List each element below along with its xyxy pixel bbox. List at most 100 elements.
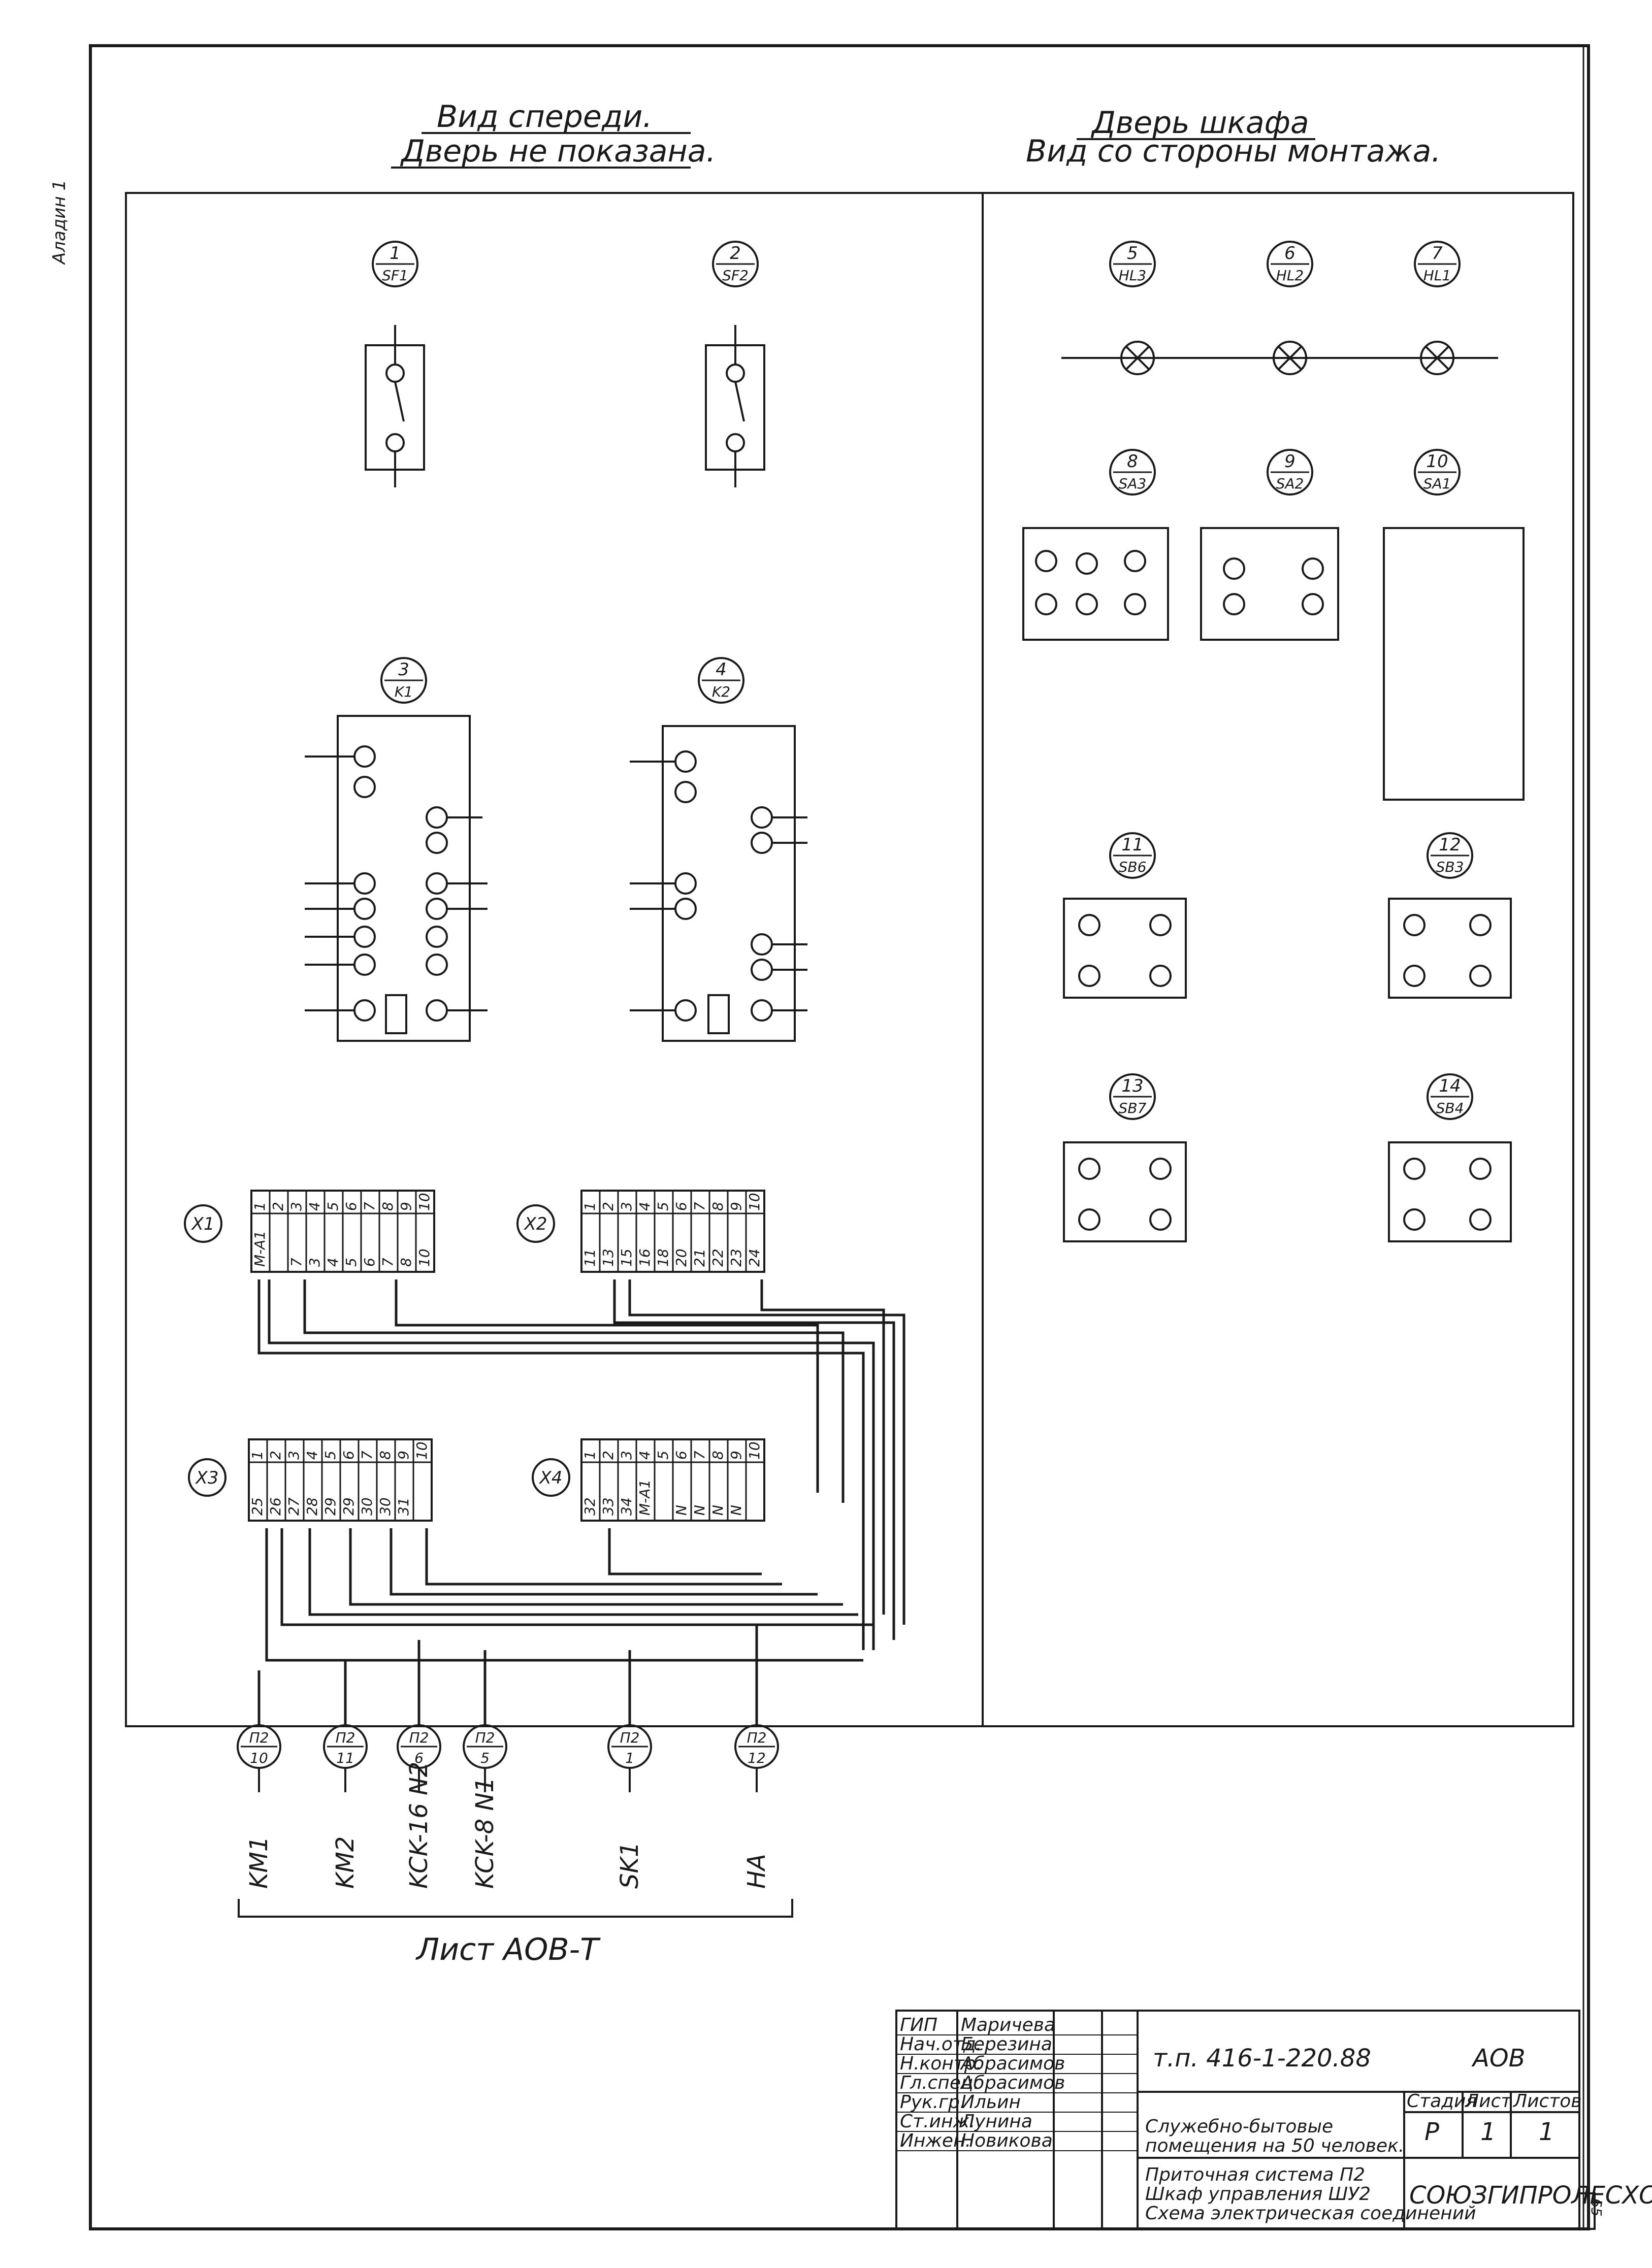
- switch-sa1: [1383, 527, 1525, 801]
- cable-number: 11: [336, 1750, 354, 1766]
- bubble-circle: [1109, 1073, 1156, 1120]
- terminal-wire-label: 31: [395, 1497, 412, 1516]
- terminal-number: 3: [618, 1202, 635, 1211]
- bubble-number: 5: [1127, 243, 1138, 264]
- bubble-number: 3: [398, 660, 409, 680]
- bubble-tag: SB3: [1436, 859, 1464, 875]
- sheet-value: 1: [1480, 2118, 1496, 2146]
- terminal-wire-label: М-А1: [636, 1480, 653, 1516]
- terminal-wire-label: 25: [249, 1497, 266, 1516]
- bubble-number: 14: [1439, 1076, 1461, 1096]
- cable-number: 5: [480, 1750, 490, 1766]
- bubble-circle: [1267, 449, 1313, 496]
- bubble-tag: HL3: [1119, 267, 1146, 284]
- bubble-circle: [1109, 832, 1156, 879]
- staff-name: Новикова: [961, 2130, 1053, 2151]
- terminal-wire-label: N: [691, 1505, 708, 1516]
- external-device-label: HA: [742, 1854, 771, 1889]
- terminal-number: 8: [379, 1202, 396, 1211]
- terminal-number: 8: [377, 1451, 394, 1460]
- bubble-circle: [380, 657, 427, 704]
- push-button-sb7: [1063, 1141, 1187, 1242]
- cable-name: П2: [409, 1729, 429, 1746]
- terminal-block-tag-circle: [188, 1458, 226, 1497]
- wiring-harness: [257, 1279, 905, 1726]
- terminal-wire-label: 24: [746, 1248, 763, 1267]
- relay-k1: [305, 715, 488, 1042]
- terminal-wire-label: 7: [379, 1258, 396, 1267]
- bubble-tag: SB6: [1119, 859, 1147, 875]
- terminal-wire-label: 20: [673, 1248, 690, 1267]
- staff-role: Рук.гр.: [900, 2092, 965, 2113]
- bubble-tag: SB7: [1119, 1100, 1147, 1116]
- push-button-sb4: [1388, 1141, 1512, 1242]
- stage-value: Р: [1424, 2118, 1439, 2146]
- breaker-sf2: [705, 325, 765, 487]
- door-view-heading: Дверь шкафа Вид со стороны монтажа.: [1026, 105, 1441, 169]
- terminal-wire-label: 8: [398, 1258, 414, 1267]
- bubble-tag: HL1: [1423, 267, 1451, 284]
- staff-name: Лунина: [960, 2111, 1032, 2132]
- bubble-number: 4: [716, 660, 727, 680]
- bubble-tag: SA1: [1423, 475, 1451, 492]
- staff-name: Абрасимов: [960, 2053, 1065, 2074]
- terminal-wire-label: 30: [359, 1497, 375, 1516]
- organization-name: СОЮЗГИПРОЛЕСХОЗ: [1409, 2181, 1652, 2210]
- bubble-circle: [698, 657, 744, 704]
- terminal-block-tag-circle: [532, 1458, 570, 1497]
- terminal-block-tag: X3: [195, 1468, 219, 1488]
- sheets-value: 1: [1539, 2118, 1554, 2146]
- sheet-frame: [89, 44, 1590, 2230]
- bubble-number: 8: [1127, 451, 1138, 472]
- cable-name: П2: [620, 1729, 640, 1746]
- terminal-number: 1: [581, 1202, 598, 1211]
- terminal-wire-label: 21: [691, 1248, 708, 1267]
- terminal-number: 5: [325, 1202, 341, 1211]
- terminal-number: 3: [288, 1202, 305, 1211]
- terminal-wire-label: 5: [343, 1258, 360, 1267]
- terminal-block-tag-circle: [184, 1204, 222, 1243]
- cable-name: П2: [249, 1729, 269, 1746]
- bubble-number: 9: [1284, 451, 1295, 472]
- document-mark: АОВ: [1471, 2044, 1526, 2073]
- pilot-lamp-row: [1061, 341, 1498, 375]
- cable-name: П2: [336, 1729, 355, 1746]
- terminal-number: 7: [359, 1451, 375, 1460]
- document-number: т.п. 416-1-220.88: [1153, 2044, 1371, 2073]
- terminal-wire-label: 28: [304, 1497, 320, 1516]
- terminal-wire-label: 33: [600, 1497, 617, 1516]
- switch-sa2: [1200, 527, 1339, 641]
- terminal-number: 2: [270, 1202, 286, 1211]
- bubble-number: 12: [1439, 835, 1461, 855]
- component-bubble: 3K1: [380, 657, 427, 704]
- terminal-wire-label: 27: [285, 1497, 302, 1516]
- terminal-number: 4: [306, 1202, 323, 1211]
- front-view-heading: Вид спереди. Дверь не показана.: [391, 99, 716, 169]
- push-button-sb6: [1063, 898, 1187, 999]
- terminal-wire-label: 18: [655, 1248, 671, 1267]
- bubble-circle: [1109, 449, 1156, 496]
- bubble-tag: HL2: [1276, 267, 1304, 284]
- external-device-label: KCK-16 N2: [405, 1762, 433, 1889]
- external-device-label: KCK-8 N1: [471, 1777, 499, 1889]
- bubble-circle: [1414, 241, 1461, 287]
- bubble-circle: [1427, 832, 1473, 879]
- terminal-number: 4: [636, 1202, 653, 1211]
- staff-role: ГИП: [900, 2015, 937, 2035]
- terminal-wire-label: 30: [377, 1497, 394, 1516]
- external-device-label: SK1: [616, 1842, 644, 1889]
- terminal-number: 5: [322, 1451, 339, 1460]
- bubble-tag: SB4: [1436, 1100, 1464, 1116]
- terminal-number: 4: [636, 1451, 653, 1460]
- terminal-number: 5: [655, 1202, 671, 1211]
